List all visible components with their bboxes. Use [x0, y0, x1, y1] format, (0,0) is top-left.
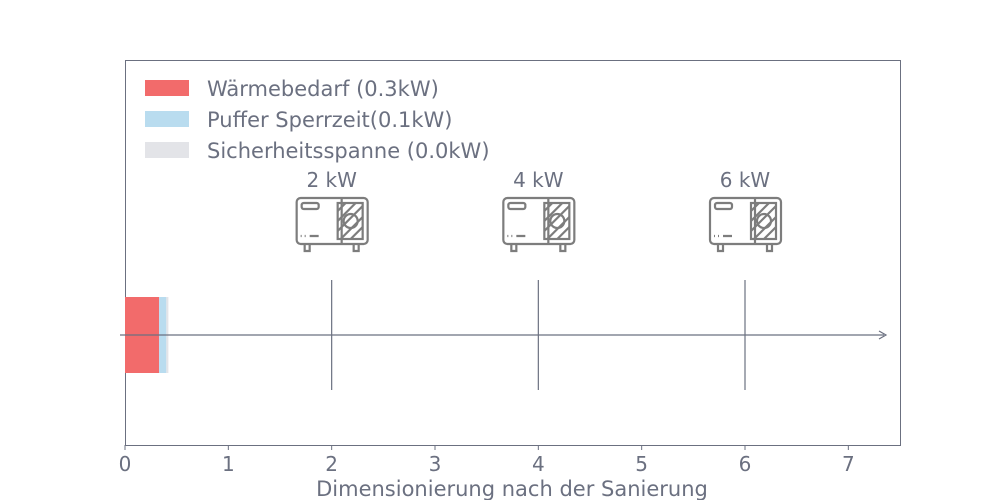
x-tick-label: 2 [325, 452, 338, 476]
legend-swatch [145, 142, 189, 158]
legend-swatch [145, 80, 189, 96]
plot-frame [125, 60, 901, 446]
heat-pump-icon [295, 196, 369, 253]
x-axis-label: Dimensionierung nach der Sanierung [316, 477, 708, 500]
legend-label: Wärmebedarf (0.3kW) [207, 77, 439, 101]
x-tick-label: 7 [842, 452, 855, 476]
x-tick-label: 3 [429, 452, 442, 476]
legend-label: Puffer Sperrzeit(0.1kW) [207, 108, 453, 132]
x-tick-label: 1 [222, 452, 235, 476]
heat-pump-icon [708, 196, 783, 253]
axis-arrow-head [878, 330, 888, 340]
legend-label: Sicherheitsspanne (0.0kW) [207, 139, 490, 163]
legend-swatch [145, 111, 189, 127]
x-tick-label: 0 [119, 452, 132, 476]
x-tick-label: 4 [532, 452, 545, 476]
x-tick-label: 5 [635, 452, 648, 476]
heat-pump-icon [502, 196, 576, 253]
x-tick-label: 6 [739, 452, 752, 476]
marker-label: 4 kW [513, 168, 564, 192]
marker-label: 6 kW [720, 168, 771, 192]
marker-label: 2 kW [306, 168, 357, 192]
